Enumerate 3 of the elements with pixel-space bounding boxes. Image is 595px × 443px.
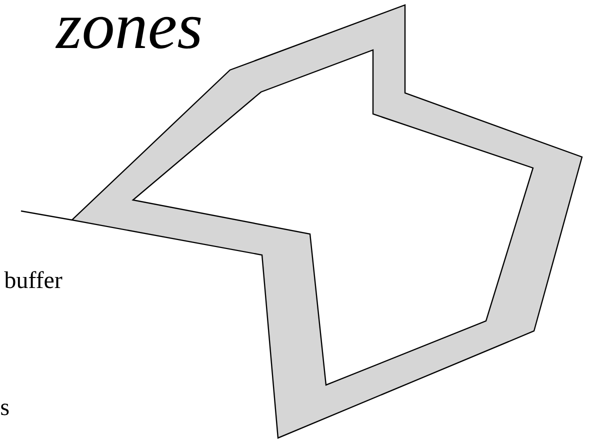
label: buffer — [4, 271, 62, 288]
title: zones — [55, 16, 201, 49]
label: s — [1, 404, 9, 416]
